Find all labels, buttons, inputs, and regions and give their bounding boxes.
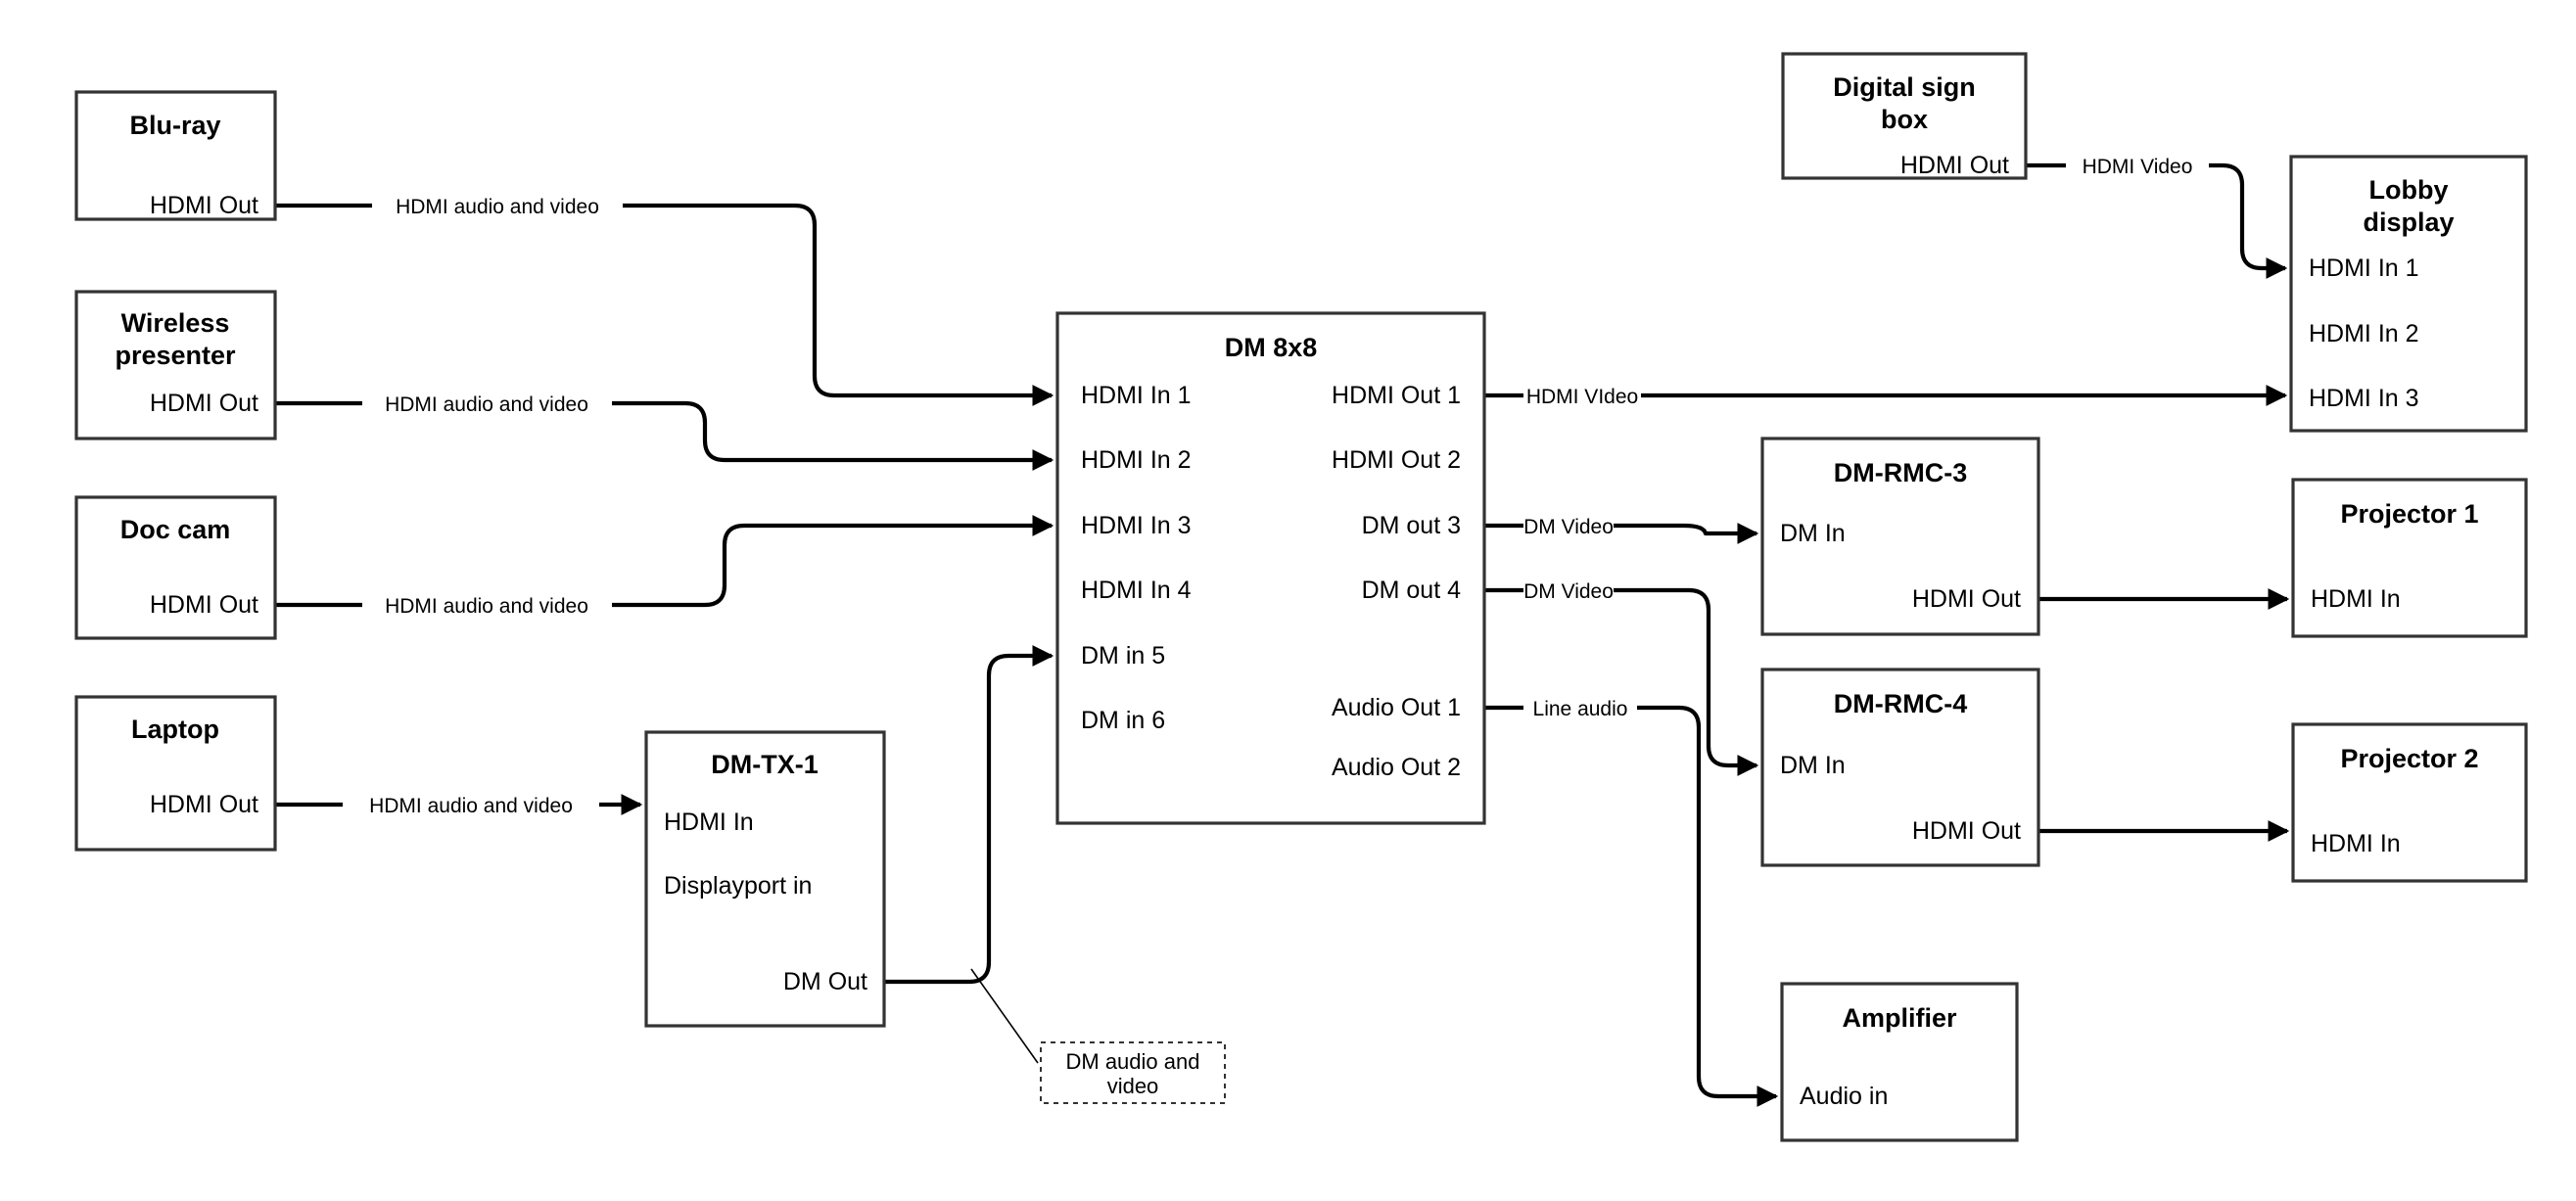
link-label-doc-cam-to-dm-in-3: HDMI audio and video xyxy=(385,595,588,618)
device-box-dm-8x8[interactable] xyxy=(1055,311,1486,825)
device-box-wireless-presenter[interactable] xyxy=(74,290,277,440)
device-title-dm-rmc-4: DM-RMC-4 xyxy=(1834,689,1967,718)
callout-box-dm-audio-and-video xyxy=(1040,1041,1226,1104)
link-label-dm-out-3-to-rmc-3: DM Video xyxy=(1523,516,1614,538)
port-projector-2-hdmi-in: HDMI In xyxy=(2311,830,2401,857)
device-blu-ray[interactable]: Blu-ray HDMI Out xyxy=(74,90,277,221)
device-laptop[interactable]: Laptop HDMI Out xyxy=(74,695,277,852)
port-dm-8x8-hdmi-in-3: HDMI In 3 xyxy=(1081,512,1192,539)
link-label-sign-box-to-lobby-in-1: HDMI Video xyxy=(2083,156,2193,178)
device-dm-rmc-3[interactable]: DM-RMC-3 DM In HDMI Out xyxy=(1760,437,2040,636)
port-dm-8x8-audio-out-2: Audio Out 2 xyxy=(1332,754,1461,781)
device-box-doc-cam[interactable] xyxy=(74,495,277,640)
device-title-wireless-presenter-line2: presenter xyxy=(115,341,236,370)
device-doc-cam[interactable]: Doc cam HDMI Out xyxy=(74,495,277,640)
device-box-laptop[interactable] xyxy=(74,695,277,852)
device-title-digital-sign-box-line2: box xyxy=(1881,105,1928,134)
port-dm-8x8-hdmi-in-1: HDMI In 1 xyxy=(1081,382,1192,409)
link-dm-out-3-to-rmc-3 xyxy=(1484,526,1756,533)
port-lobby-display-hdmi-in-1: HDMI In 1 xyxy=(2309,254,2419,282)
device-title-dm-8x8: DM 8x8 xyxy=(1225,333,1318,362)
port-dm-tx-1-displayport-in: Displayport in xyxy=(664,872,812,900)
callout-text-dm-audio-and-video-line1: DM audio and xyxy=(1066,1049,1200,1074)
device-wireless-presenter[interactable]: Wireless presenter HDMI Out xyxy=(74,290,277,440)
device-lobby-display[interactable]: Lobby display HDMI In 1 HDMI In 2 HDMI I… xyxy=(2289,155,2528,433)
port-dm-tx-1-dm-out: DM Out xyxy=(783,968,867,995)
port-dm-8x8-hdmi-out-2: HDMI Out 2 xyxy=(1332,446,1461,474)
device-title-projector-2: Projector 2 xyxy=(2340,744,2478,773)
link-label-laptop-to-dm-tx-1: HDMI audio and video xyxy=(369,795,573,817)
link-dm-tx-1-to-dm-in-5 xyxy=(884,645,1054,985)
device-title-lobby-display-line2: display xyxy=(2363,208,2454,237)
device-box-digital-sign-box[interactable] xyxy=(1781,52,2028,180)
device-title-amplifier: Amplifier xyxy=(1842,1003,1957,1033)
device-box-projector-1[interactable] xyxy=(2291,478,2528,638)
device-title-laptop: Laptop xyxy=(131,715,219,744)
port-dm-8x8-audio-out-1: Audio Out 1 xyxy=(1332,694,1461,721)
port-laptop-hdmi-out: HDMI Out xyxy=(150,791,258,818)
port-dm-8x8-hdmi-in-2: HDMI In 2 xyxy=(1081,446,1192,474)
device-box-lobby-display[interactable] xyxy=(2289,155,2528,433)
port-blu-ray-hdmi-out: HDMI Out xyxy=(150,192,258,219)
device-box-dm-tx-1[interactable] xyxy=(644,730,886,1028)
device-title-dm-tx-1: DM-TX-1 xyxy=(711,750,819,779)
link-label-dm-out-4-to-rmc-4: DM Video xyxy=(1523,580,1614,603)
link-dm-out-4-to-rmc-4 xyxy=(1484,587,1756,765)
port-dm-8x8-dm-in-5: DM in 5 xyxy=(1081,642,1165,670)
device-digital-sign-box[interactable]: Digital sign box HDMI Out xyxy=(1781,52,2028,180)
device-dm-8x8[interactable]: DM 8x8 HDMI In 1 HDMI In 2 HDMI In 3 HDM… xyxy=(1055,311,1486,825)
port-projector-1-hdmi-in: HDMI In xyxy=(2311,585,2401,613)
device-dm-tx-1[interactable]: DM-TX-1 HDMI In Displayport in DM Out xyxy=(644,730,886,1028)
callout-leader-line xyxy=(970,968,1039,1064)
device-projector-1[interactable]: Projector 1 HDMI In xyxy=(2291,478,2528,638)
device-box-blu-ray[interactable] xyxy=(74,90,277,221)
device-box-dm-rmc-3[interactable] xyxy=(1760,437,2040,636)
port-lobby-display-hdmi-in-2: HDMI In 2 xyxy=(2309,320,2419,347)
callout-text-dm-audio-and-video-line2: video xyxy=(1107,1074,1159,1098)
device-projector-2[interactable]: Projector 2 HDMI In xyxy=(2291,722,2528,883)
device-title-doc-cam: Doc cam xyxy=(120,515,231,544)
port-digital-sign-box-hdmi-out: HDMI Out xyxy=(1900,152,2009,179)
device-title-projector-1: Projector 1 xyxy=(2340,499,2478,529)
connection-labels: HDMI audio and video HDMI audio and vide… xyxy=(369,156,2192,817)
callout-dm-audio-and-video: DM audio and video xyxy=(1040,1041,1226,1104)
port-dm-rmc-3-hdmi-out: HDMI Out xyxy=(1912,585,2021,613)
link-label-wireless-to-dm-in-2: HDMI audio and video xyxy=(385,393,588,416)
device-title-dm-rmc-3: DM-RMC-3 xyxy=(1834,458,1967,487)
link-label-blu-ray-to-dm-in-1: HDMI audio and video xyxy=(396,196,599,218)
device-title-lobby-display-line1: Lobby xyxy=(2369,175,2449,205)
device-amplifier[interactable]: Amplifier Audio in xyxy=(1780,982,2019,1142)
device-title-blu-ray: Blu-ray xyxy=(129,111,220,140)
port-dm-8x8-hdmi-out-1: HDMI Out 1 xyxy=(1332,382,1461,409)
port-wireless-presenter-hdmi-out: HDMI Out xyxy=(150,390,258,417)
port-dm-8x8-dm-out-3: DM out 3 xyxy=(1362,512,1461,539)
port-amplifier-audio-in: Audio in xyxy=(1800,1083,1888,1110)
port-dm-8x8-hdmi-in-4: HDMI In 4 xyxy=(1081,577,1192,604)
link-sign-box-to-lobby-in-1 xyxy=(2026,162,2285,268)
port-dm-tx-1-hdmi-in: HDMI In xyxy=(664,808,754,836)
link-label-dm-hdmi-out-1-to-lobby-in-3: HDMI VIdeo xyxy=(1526,386,1638,408)
link-blu-ray-to-dm-in-1 xyxy=(275,203,1052,395)
device-title-digital-sign-box-line1: Digital sign xyxy=(1833,72,1976,102)
link-wireless-to-dm-in-2 xyxy=(275,400,1052,460)
port-dm-8x8-dm-out-4: DM out 4 xyxy=(1362,577,1462,604)
link-audio-out-1-to-amplifier xyxy=(1484,705,1776,1096)
port-dm-rmc-4-hdmi-out: HDMI Out xyxy=(1912,817,2021,845)
device-title-wireless-presenter-line1: Wireless xyxy=(121,308,230,338)
device-box-projector-2[interactable] xyxy=(2291,722,2528,883)
port-lobby-display-hdmi-in-3: HDMI In 3 xyxy=(2309,385,2419,412)
link-label-audio-out-1-to-amplifier: Line audio xyxy=(1533,698,1628,720)
port-doc-cam-hdmi-out: HDMI Out xyxy=(150,591,258,619)
link-doc-cam-to-dm-in-3 xyxy=(275,526,1052,608)
device-box-amplifier[interactable] xyxy=(1780,982,2019,1142)
port-dm-rmc-4-dm-in: DM In xyxy=(1780,752,1846,779)
port-dm-rmc-3-dm-in: DM In xyxy=(1780,520,1846,547)
connection-lines xyxy=(275,162,2287,1096)
device-box-dm-rmc-4[interactable] xyxy=(1760,668,2040,867)
port-dm-8x8-dm-in-6: DM in 6 xyxy=(1081,707,1165,734)
device-dm-rmc-4[interactable]: DM-RMC-4 DM In HDMI Out xyxy=(1760,668,2040,867)
